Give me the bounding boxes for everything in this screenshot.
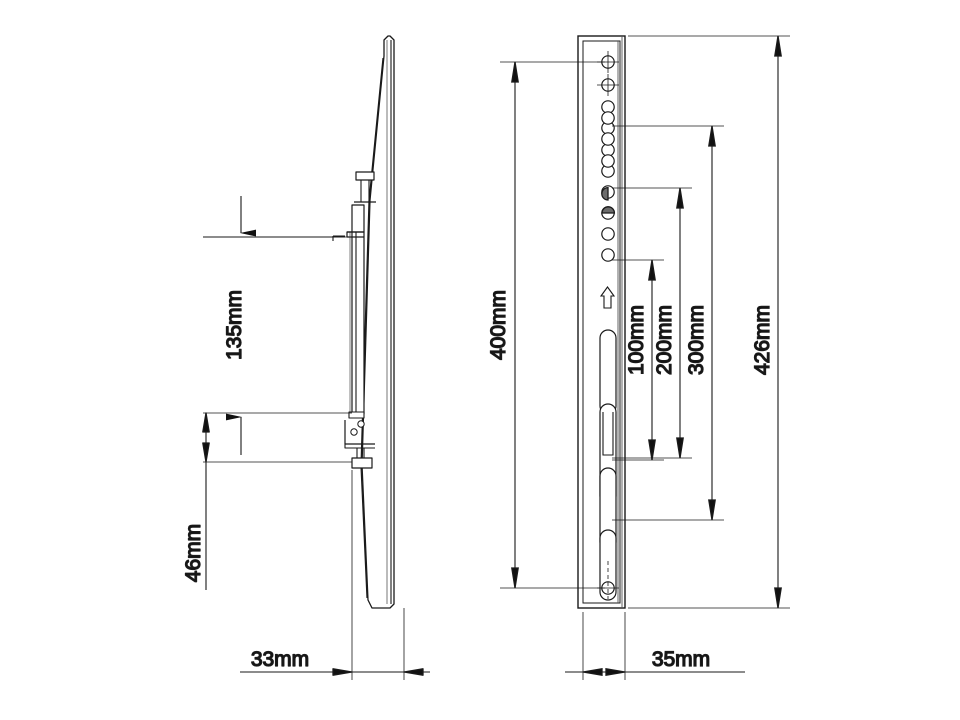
arrow-426-top <box>774 35 782 57</box>
arrow-426-bottom <box>774 587 782 609</box>
up-arrow-icon <box>599 286 616 309</box>
dimension-label-46mm: 46mm <box>182 524 205 582</box>
arrow-35-right <box>582 668 603 676</box>
upper-mount-bracket <box>354 171 376 203</box>
dimension-135mm: 135mm <box>203 196 352 455</box>
screw-head <box>351 457 373 469</box>
dimension-400mm: 400mm <box>486 61 605 589</box>
dimension-label-35mm: 35mm <box>652 648 710 671</box>
dimension-label-200mm: 200mm <box>653 305 676 375</box>
dimension-label-135mm: 135mm <box>223 290 246 360</box>
hole-13 <box>601 154 615 168</box>
front-elevation-view: 400mm 100mm 200mm 300mm <box>486 35 790 680</box>
dimension-label-100mm: 100mm <box>625 305 648 375</box>
arrow-400-bottom <box>511 567 519 589</box>
dimension-200mm: 200mm <box>612 187 692 459</box>
dimension-46mm: 46mm <box>181 412 352 590</box>
dimension-426mm: 426mm <box>628 35 790 609</box>
hole-marker-b <box>601 206 616 214</box>
hole-9 <box>601 227 615 241</box>
bracket-plate-body <box>332 204 365 418</box>
hole-12 <box>601 132 615 146</box>
slot-2-insert <box>602 412 614 456</box>
dimension-100mm: 100mm <box>612 259 664 461</box>
hole-crosshair-2 <box>597 74 619 96</box>
hole-10 <box>601 248 615 262</box>
slot-group <box>597 329 619 601</box>
arrow-33-right <box>403 668 424 676</box>
dimension-300mm: 300mm <box>612 125 724 521</box>
arrow-46-top <box>202 412 210 433</box>
arrow-100-top <box>648 259 656 281</box>
arrow-46-bottom <box>202 442 210 463</box>
dimension-33mm: 33mm <box>240 470 430 680</box>
arrow-100-bottom <box>648 439 656 461</box>
arrow-200-bottom <box>676 437 684 459</box>
hole-11 <box>601 111 615 125</box>
dimension-label-400mm: 400mm <box>487 290 510 360</box>
dimension-35mm: 35mm <box>565 612 745 680</box>
slot-1 <box>599 329 617 415</box>
bracket-hole-lower <box>350 428 358 436</box>
arrow-300-bottom <box>708 499 716 521</box>
bracket-hole-upper <box>357 420 365 428</box>
hole-pattern-column <box>597 51 619 262</box>
arrow-300-top <box>708 125 716 147</box>
arrow-33-left <box>332 668 353 676</box>
side-elevation-view: 135mm 46mm 33mm <box>181 35 430 680</box>
arrow-400-top <box>511 61 519 83</box>
dimension-label-33mm: 33mm <box>251 648 309 671</box>
hole-marker-a <box>601 186 609 201</box>
dimension-label-426mm: 426mm <box>751 305 774 375</box>
lower-mount-bracket <box>344 411 375 469</box>
dimension-label-300mm: 300mm <box>685 305 708 375</box>
arrow-200-top <box>676 187 684 209</box>
arrow-35-left <box>605 668 626 676</box>
